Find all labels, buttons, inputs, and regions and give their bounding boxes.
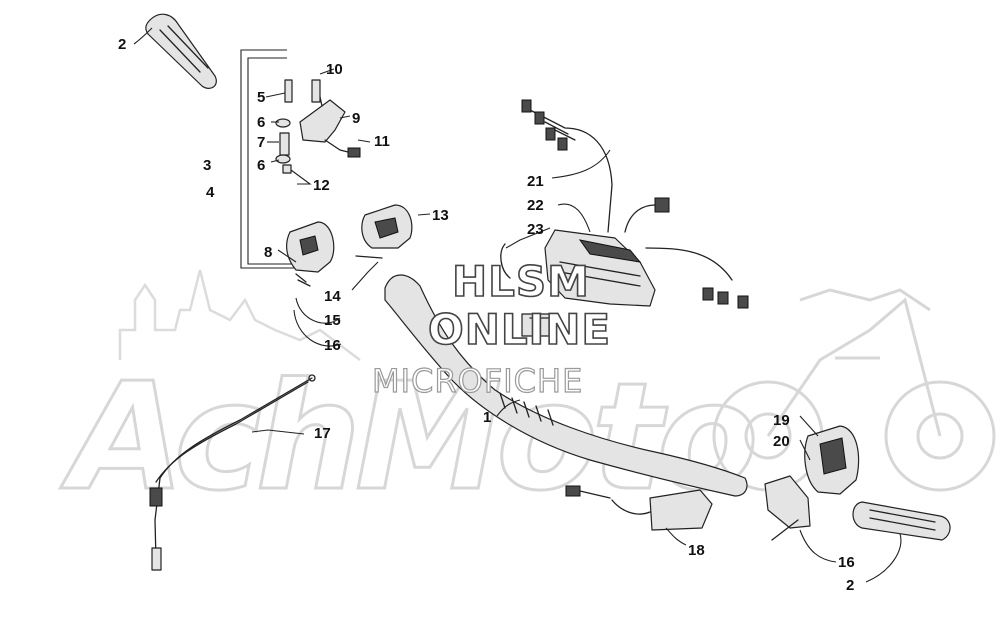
washer-bottom-part <box>275 154 291 164</box>
plunger-part <box>311 79 321 103</box>
callout-15: 15 <box>324 312 341 329</box>
callout-2-bottom: 2 <box>846 577 854 594</box>
callout-7: 7 <box>257 134 265 151</box>
grip-part-left <box>145 13 217 89</box>
callout-labels: 2 5 6 7 6 10 9 11 12 13 3 4 8 14 15 16 1… <box>118 36 855 594</box>
callout-12: 12 <box>313 177 330 194</box>
callout-6-bottom: 6 <box>257 157 265 174</box>
leader-lines <box>133 27 902 583</box>
callout-23: 23 <box>527 221 544 238</box>
callout-22: 22 <box>527 197 544 214</box>
switch-housing-part-right <box>764 425 860 541</box>
callout-1: 1 <box>483 409 491 426</box>
watermark-line-3: MICROFICHE <box>372 362 583 400</box>
pivot-bolt-part <box>279 132 290 156</box>
background-logo-text: AchMoto <box>60 351 754 523</box>
watermark-line-2: ONLINE <box>428 305 611 354</box>
callout-2-top: 2 <box>118 36 126 53</box>
callout-10: 10 <box>326 61 343 78</box>
lever-bracket-part <box>299 99 346 143</box>
callout-6-top: 6 <box>257 114 265 131</box>
callout-8: 8 <box>264 244 272 261</box>
wiring-harness-part <box>521 99 749 309</box>
switch-housing-part-left <box>286 204 413 287</box>
assembly-bracket <box>240 49 298 269</box>
skyline-icon <box>118 269 361 361</box>
grip-part-right <box>852 501 951 541</box>
throttle-cable-part <box>149 374 316 571</box>
handlebar-part <box>384 274 748 497</box>
callout-19: 19 <box>773 412 790 429</box>
callout-9: 9 <box>352 110 360 127</box>
watermark: HLSM ONLINE MICROFICHE <box>371 256 611 400</box>
pin-part <box>284 79 293 103</box>
callout-20: 20 <box>773 433 790 450</box>
callout-5: 5 <box>257 89 265 106</box>
callout-4: 4 <box>206 184 215 201</box>
left-lever-assembly <box>275 79 361 174</box>
callout-16-left: 16 <box>324 337 341 354</box>
callout-16-right: 16 <box>838 554 855 571</box>
connector-bracket-part <box>565 485 713 531</box>
washer-top-part <box>275 118 291 128</box>
connector-part <box>347 147 361 158</box>
callout-13: 13 <box>432 207 449 224</box>
watermark-line-1: HLSM <box>452 257 590 306</box>
callout-21: 21 <box>527 173 544 190</box>
callout-17: 17 <box>314 425 331 442</box>
callout-14: 14 <box>324 288 341 305</box>
callout-18: 18 <box>688 542 705 559</box>
seal-ring-part <box>500 243 511 279</box>
clip-part <box>282 164 292 174</box>
callout-11: 11 <box>374 133 390 150</box>
callout-3: 3 <box>203 157 211 174</box>
display-pod-part <box>500 229 656 337</box>
